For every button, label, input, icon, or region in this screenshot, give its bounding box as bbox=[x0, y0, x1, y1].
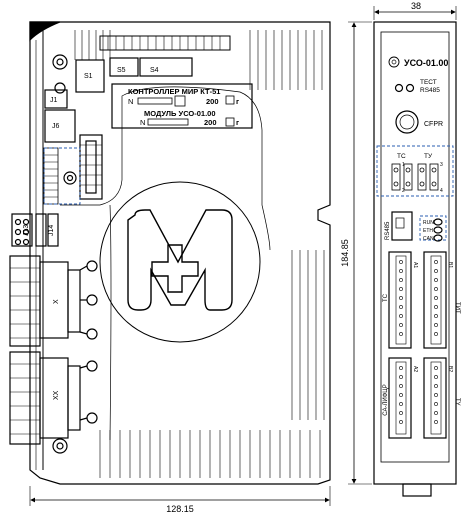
terminal-screws bbox=[79, 260, 98, 424]
pcb-outline bbox=[60, 86, 271, 251]
switch-num-3: 3 bbox=[440, 162, 443, 168]
plate-module: МОДУЛЬ УСО-01.00 bbox=[144, 109, 216, 118]
label-s1: S1 bbox=[84, 73, 93, 80]
plate-n1: N bbox=[128, 97, 133, 106]
switch-zone bbox=[376, 145, 454, 197]
label-j14: J14 bbox=[48, 225, 55, 236]
rs485-top-label: RS485 bbox=[420, 87, 440, 94]
cfpr-socket bbox=[395, 110, 419, 134]
label-j13: J13 bbox=[23, 225, 30, 236]
led-eth-label: ETH bbox=[423, 228, 433, 234]
pcb-header bbox=[79, 134, 103, 200]
front-height-dimension: 184.85 bbox=[340, 239, 350, 267]
dip-switches bbox=[391, 163, 439, 191]
terminal-block-xx bbox=[9, 351, 41, 445]
tu-label: TУ bbox=[424, 153, 433, 160]
rs485-led bbox=[405, 83, 415, 93]
plate-n2: N bbox=[140, 118, 145, 127]
brand-icon bbox=[388, 56, 400, 68]
b1-label: B1 bbox=[447, 262, 453, 268]
label-s4: S4 bbox=[150, 67, 159, 74]
vent-slots-top bbox=[74, 30, 323, 90]
tc-label: TC bbox=[397, 153, 406, 160]
connector-column-tu bbox=[423, 357, 447, 439]
test-label: ТЕСТ bbox=[420, 79, 437, 86]
front-view bbox=[348, 6, 457, 497]
side-width-dimension: 128.15 bbox=[166, 504, 194, 514]
plate-title: КОНТРОЛЛЕР МИР КТ-51 bbox=[128, 87, 220, 96]
label-x: X bbox=[53, 299, 60, 304]
switch-num-2: 2 bbox=[402, 188, 405, 194]
side-housing-outline bbox=[29, 21, 331, 485]
front-title: УСО-01.00 bbox=[404, 58, 448, 68]
rs485-connector bbox=[391, 211, 413, 241]
screws-top bbox=[52, 54, 77, 454]
tit-connector-label: ТИТ bbox=[454, 302, 460, 314]
top-connector-strip bbox=[99, 35, 231, 51]
led-run-label: RUN bbox=[423, 220, 434, 226]
switch-num-1: 1 bbox=[402, 162, 405, 168]
plate-year2: 200 bbox=[204, 118, 217, 127]
connector-column-tc bbox=[388, 251, 412, 349]
label-plate bbox=[111, 83, 253, 129]
tu-connector-label: ТУ bbox=[454, 398, 460, 406]
label-s5: S5 bbox=[117, 67, 126, 74]
label-xx: XX bbox=[53, 390, 60, 400]
rs485-side-label: RS485 bbox=[385, 221, 391, 240]
terminal-j13 bbox=[11, 213, 33, 247]
cfpr-label: CFPR bbox=[424, 121, 443, 128]
led-can-label: CAN bbox=[423, 236, 434, 242]
front-width-dimension: 38 bbox=[411, 1, 421, 11]
logo-circle bbox=[99, 181, 261, 343]
label-plate-text: КОНТРОЛЛЕР МИР КТ-51 N 200 г МОДУЛЬ УСО-… bbox=[128, 87, 239, 127]
tc-connector-label: TC bbox=[383, 293, 389, 302]
plate-g1: г bbox=[236, 97, 239, 106]
a2-label: A2 bbox=[412, 366, 418, 372]
test-led bbox=[394, 83, 404, 93]
signal-connector-label: СА-ЛИФЦР bbox=[383, 384, 389, 415]
logo-mark bbox=[127, 209, 233, 311]
b2-label: B2 bbox=[447, 366, 453, 372]
label-j1: J1 bbox=[50, 97, 58, 104]
plate-g2: г bbox=[236, 118, 239, 127]
a1-label: A1 bbox=[412, 262, 418, 268]
connector-column-tit bbox=[423, 251, 447, 349]
terminal-block-x bbox=[9, 255, 41, 347]
switch-num-4: 4 bbox=[440, 188, 443, 194]
side-view-labels: S1 S5 S4 J1 J6 J14 J13 X XX bbox=[23, 67, 159, 400]
side-view bbox=[9, 21, 331, 506]
plate-year1: 200 bbox=[206, 97, 219, 106]
vent-slots-bottom bbox=[99, 250, 325, 478]
connector-column-signal bbox=[388, 357, 412, 439]
label-j6: J6 bbox=[52, 123, 60, 130]
